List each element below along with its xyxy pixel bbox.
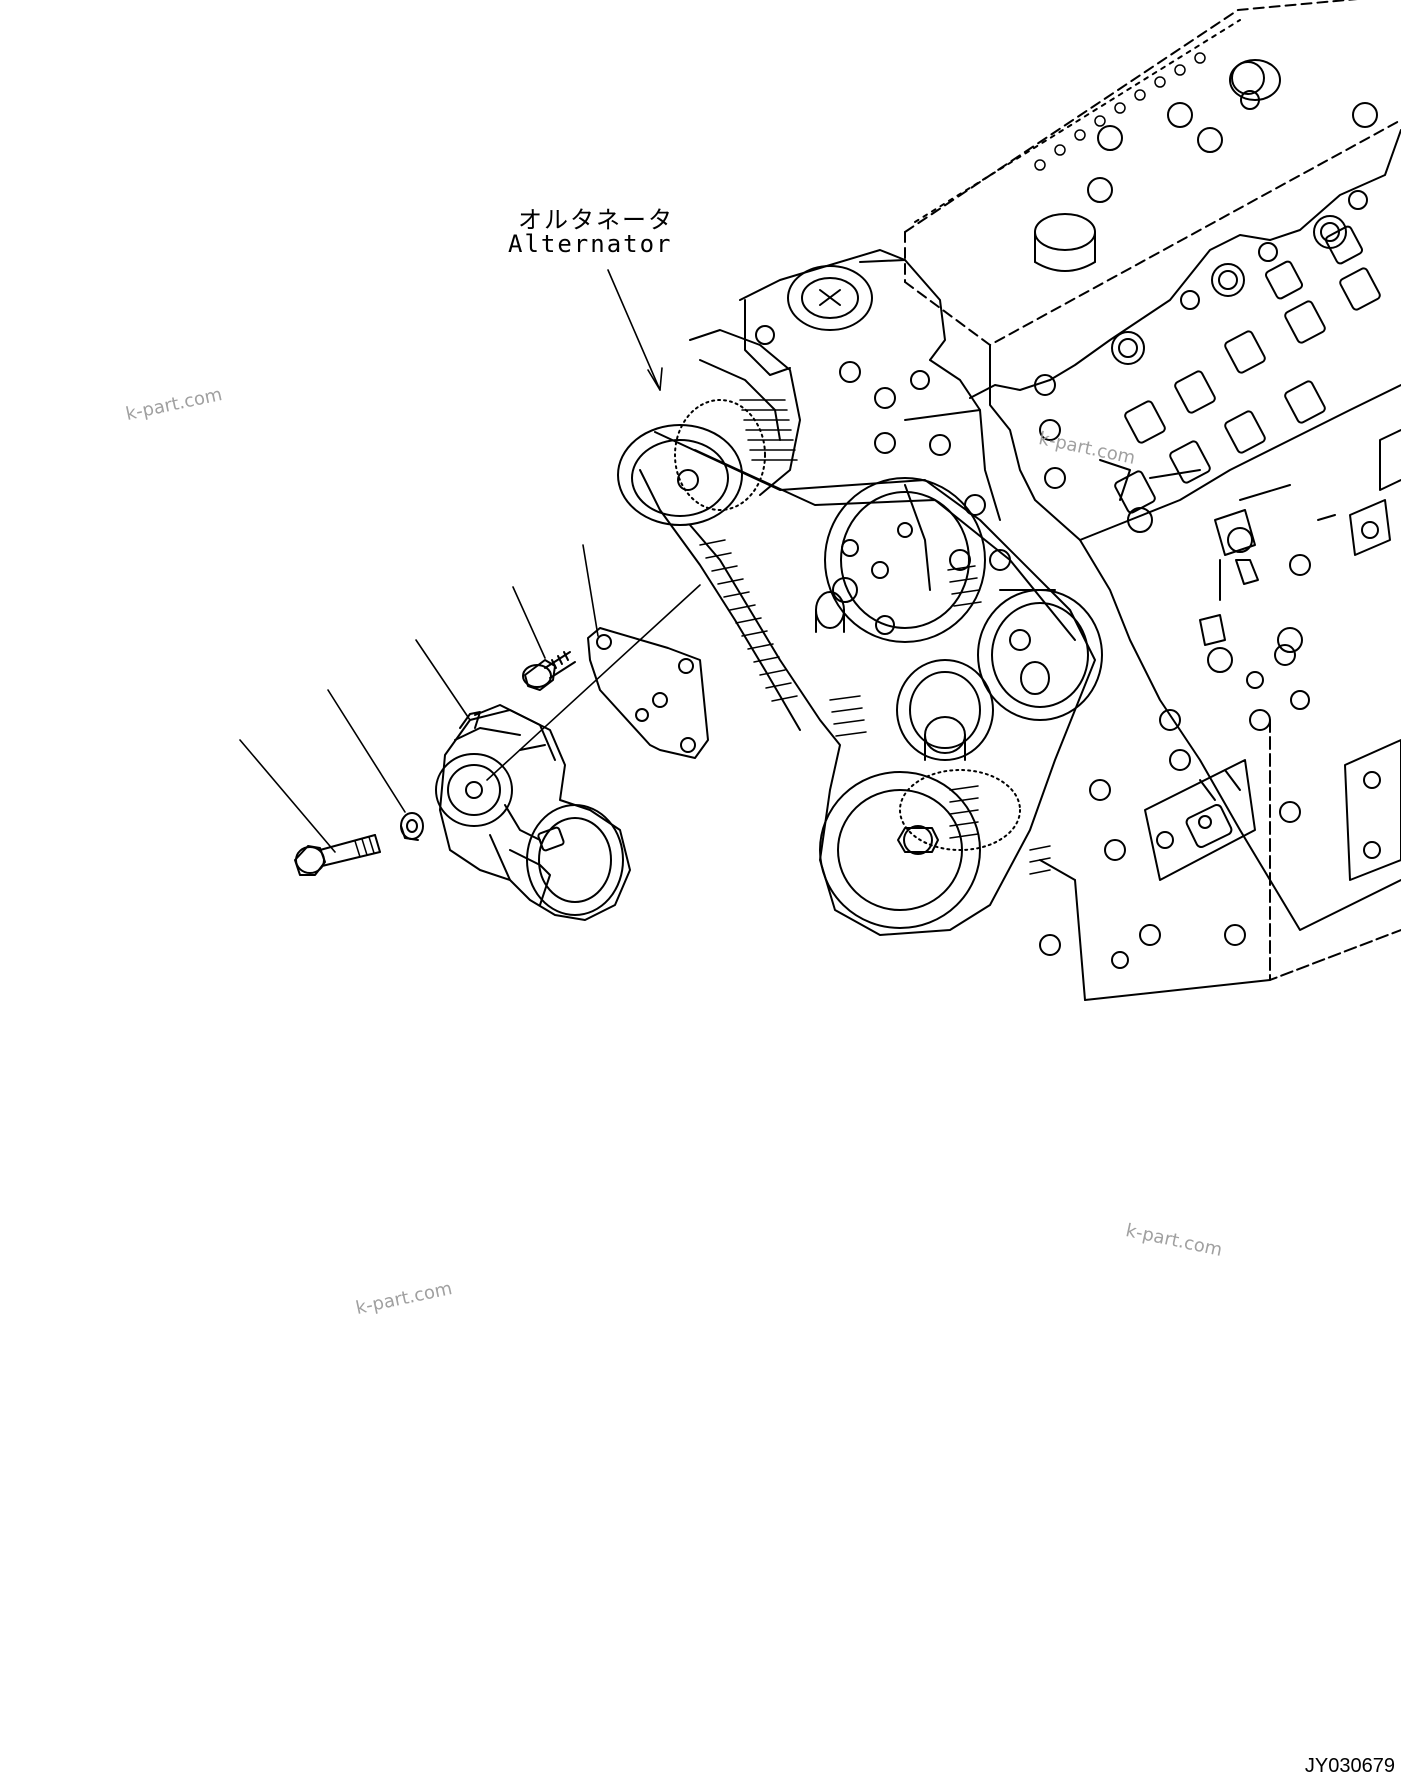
leader-lines-icon [239,269,701,853]
belt-tensioner-icon [435,704,631,921]
alternator-label-en: Alternator [508,230,673,258]
idler-pulley-icon [896,659,994,761]
drawing-number: JY030679 [1304,1755,1395,1777]
bolt-long-icon [294,834,381,876]
damper-pulley-icon [819,769,1021,929]
alternator-label-jp: オルタネータ [518,206,674,234]
drive-belt-icon [639,431,1096,936]
engine-block-icon [904,0,1401,1001]
front-cover-icon [617,249,1031,651]
bolt-small-icon [522,651,576,691]
crank-pulley-icon [815,477,986,643]
water-pump-pulley-icon [977,589,1103,721]
bracket-plate-icon [587,627,709,759]
washer-icon [400,812,424,841]
